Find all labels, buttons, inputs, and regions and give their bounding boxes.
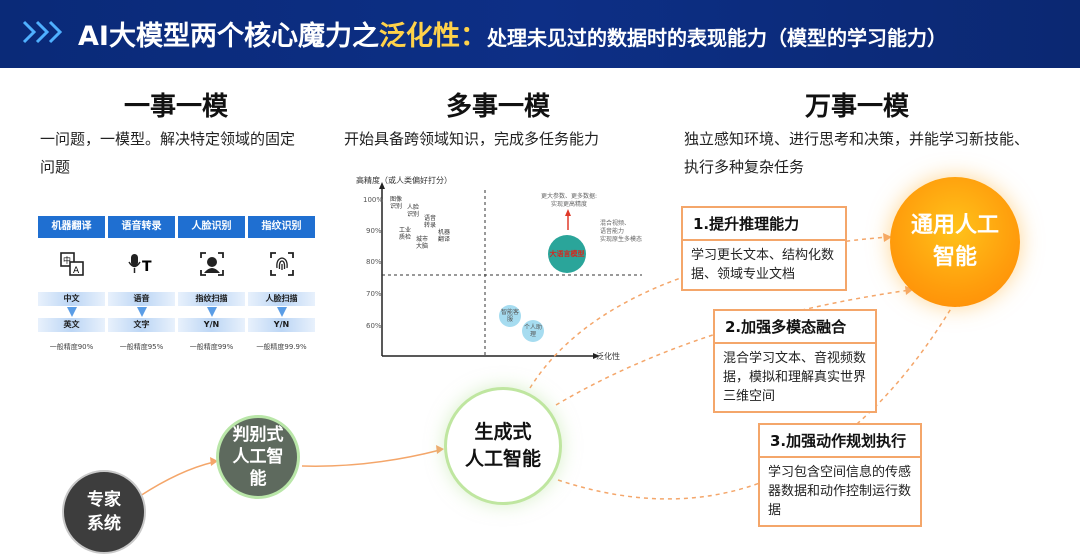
fingerprint-icon [248, 238, 315, 290]
face-scan-icon [178, 238, 245, 290]
chart-note-scale: 更大参数、更多数据: 实现更高精度 [534, 193, 604, 209]
card-action-planning: 3.加强动作规划执行 学习包含空间信息的传感器数据和动作控制运行数据 [758, 423, 922, 527]
task-input: 语音 [108, 292, 175, 306]
heading-all-tasks-one-model: 万事一模 [805, 92, 910, 122]
desc-multi-task-one-model: 开始具备跨领域知识，完成多任务能力 [344, 125, 644, 153]
task-output: 英文 [38, 318, 105, 332]
heading-one-task-one-model: 一事一模 [124, 92, 229, 122]
generalization-accuracy-chart: 高精度（或人类偏好打分） 泛化性 100% 90% 80% 70% 60% 图像… [352, 172, 652, 362]
node-label: 判别式 人工智 能 [233, 424, 284, 490]
header-banner: AI大模型两个核心魔力之泛化性：处理未见过的数据时的表现能力（模型的学习能力） [0, 0, 1080, 68]
task-output: Y/N [178, 318, 245, 332]
card-title: 3.加强动作规划执行 [760, 425, 920, 458]
bubble-personal-assistant: 个人助理 [522, 320, 544, 342]
desc-one-task-one-model: 一问题，一模型。解决特定领域的固定 问题 [40, 125, 330, 181]
card-title: 2.加强多模态融合 [715, 311, 875, 344]
node-label-line: 通用人工 [910, 213, 999, 238]
down-arrow-icon [108, 306, 175, 318]
chart-item: 机器翻译 [438, 229, 451, 243]
llm-bubble: 大语言模型 [548, 235, 586, 273]
desc-line: 开始具备跨领域知识，完成多任务能力 [344, 130, 600, 148]
card-multimodal: 2.加强多模态融合 混合学习文本、音视频数据，模拟和理解真实世界三维空间 [713, 309, 877, 413]
card-reasoning: 1.提升推理能力 学习更长文本、结构化数据、领域专业文档 [681, 206, 847, 291]
card-body: 学习更长文本、结构化数据、领域专业文档 [691, 248, 835, 282]
task-name: 机器翻译 [38, 216, 105, 238]
chart-item: 人脸识别 [407, 204, 420, 218]
desc-line: 执行多种复杂任务 [684, 158, 805, 176]
desc-all-tasks-one-model: 独立感知环境、进行思考和决策，并能学习新技能、 执行多种复杂任务 [684, 125, 1074, 181]
chart-item: 语音转录 [424, 215, 437, 229]
node-label-line: 智能 [932, 245, 977, 270]
task-output: 文字 [108, 318, 175, 332]
desc-line: 问题 [40, 158, 71, 176]
node-label-line: 人工智 [232, 447, 284, 467]
chart-note-multimodal: 混合视频、 语音能力 实现原生多模态 [600, 220, 652, 244]
chart-item: 城市大脑 [416, 236, 429, 250]
title-highlight: 泛化性 [378, 21, 460, 52]
task-accuracy: 一般精度99% [189, 343, 234, 351]
task-accuracy: 一般精度95% [119, 343, 164, 351]
task-input: 指纹扫描 [178, 292, 245, 306]
chart-item: 工业质检 [399, 227, 412, 241]
task-name: 语音转录 [108, 216, 175, 238]
title-colon: ： [459, 21, 487, 52]
card-body: 学习包含空间信息的传感器数据和动作控制运行数据 [768, 465, 912, 518]
heading-multi-task-one-model: 多事一模 [446, 92, 551, 122]
task-accuracy: 一般精度90% [49, 343, 94, 351]
node-generative-ai: 生成式 人工智能 [444, 387, 562, 505]
svg-text:A: A [73, 266, 80, 276]
note-line: 实现更高精度 [550, 201, 587, 208]
down-arrow-icon [248, 306, 315, 318]
y-tick: 60% [366, 322, 382, 330]
y-tick: 80% [366, 258, 382, 266]
down-arrow-icon [178, 306, 245, 318]
card-body: 混合学习文本、音视频数据，模拟和理解真实世界三维空间 [723, 351, 867, 404]
node-expert-system: 专家系统 [62, 470, 146, 554]
chart-axes [379, 182, 642, 359]
note-line: 混合视频、 [600, 220, 631, 227]
desc-line: 一问题，一模型。解决特定领域的固定 [40, 130, 296, 148]
node-label-line: 人工智能 [464, 448, 541, 470]
node-label: 生成式 人工智能 [465, 419, 541, 473]
note-line: 实现原生多模态 [600, 236, 643, 243]
svg-text:T: T [142, 259, 152, 275]
chart-item: 图像识别 [390, 196, 403, 210]
svg-text:中: 中 [63, 255, 71, 265]
node-label: 通用人工 智能 [911, 210, 999, 274]
node-label-line: 生成式 [474, 421, 532, 443]
task-output: Y/N [248, 318, 315, 332]
down-arrow-icon [38, 306, 105, 318]
task-name: 人脸识别 [178, 216, 245, 238]
chevrons-icon [22, 20, 63, 44]
note-line: 语音能力 [600, 228, 625, 235]
bubble-smart-cs: 智能客服 [499, 305, 521, 327]
task-name: 指纹识别 [248, 216, 315, 238]
node-label: 专家系统 [87, 490, 121, 534]
chart-y-label: 高精度（或人类偏好打分） [356, 176, 452, 185]
task-speech-transcription: 语音转录 T 语音 文字 一般精度95% [108, 216, 175, 364]
title-main: AI大模型两个核心魔力之 [78, 21, 379, 52]
node-label-line: 判别式 [232, 425, 284, 445]
y-tick: 70% [366, 290, 382, 298]
title-subtitle: 处理未见过的数据时的表现能力（模型的学习能力） [486, 26, 947, 50]
task-input: 人脸扫描 [248, 292, 315, 306]
card-title: 1.提升推理能力 [683, 208, 845, 241]
page-title: AI大模型两个核心魔力之泛化性：处理未见过的数据时的表现能力（模型的学习能力） [78, 14, 947, 53]
task-input: 中文 [38, 292, 105, 306]
node-agi: 通用人工 智能 [890, 177, 1020, 307]
y-tick: 100% [363, 196, 384, 204]
chart-x-label: 泛化性 [596, 352, 620, 361]
desc-line: 独立感知环境、进行思考和决策，并能学习新技能、 [684, 130, 1030, 148]
node-discriminative-ai: 判别式 人工智 能 [216, 415, 300, 499]
task-accuracy: 一般精度99.9% [256, 343, 307, 351]
note-line: 更大参数、更多数据: [540, 193, 598, 200]
speech-to-text-icon: T [108, 238, 175, 290]
y-tick: 90% [366, 227, 382, 235]
node-label-line: 能 [249, 469, 267, 489]
task-fingerprint-recognition: 指纹识别 人脸扫描 Y/N 一般精度99.9% [248, 216, 315, 364]
task-face-recognition: 人脸识别 指纹扫描 Y/N 一般精度99% [178, 216, 245, 364]
